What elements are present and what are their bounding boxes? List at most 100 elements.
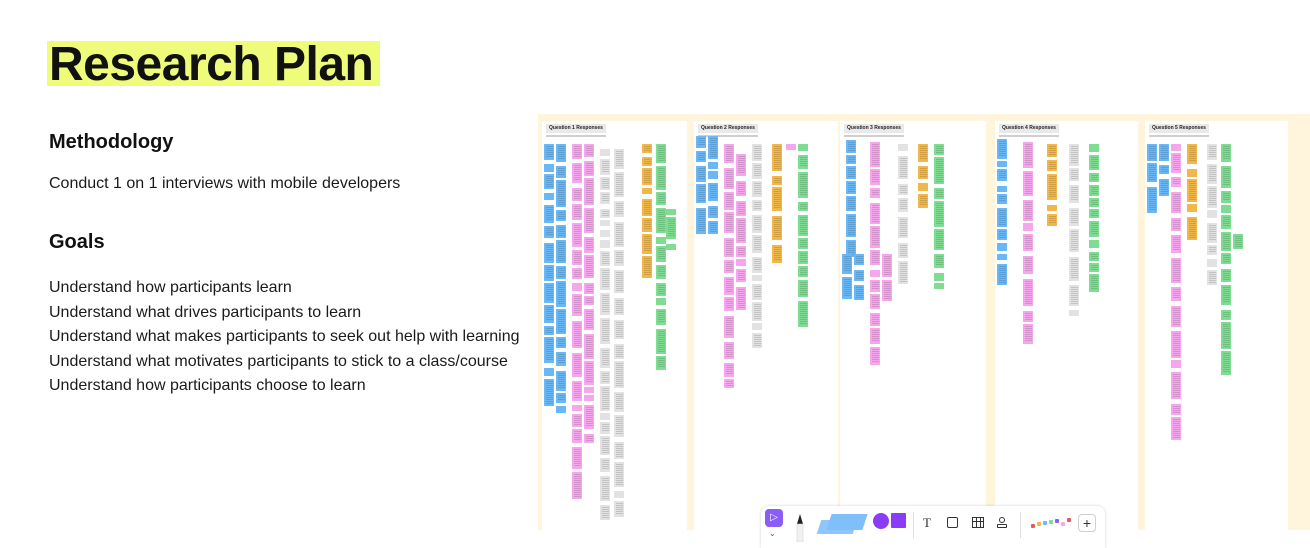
sticky-note[interactable] [752, 144, 762, 161]
sticky-note[interactable] [918, 183, 928, 191]
sticky-note[interactable] [600, 476, 610, 501]
sticky-note[interactable] [600, 318, 610, 344]
sticky-note[interactable] [600, 192, 610, 204]
sticky-note[interactable] [1187, 169, 1197, 177]
sticky-note[interactable] [614, 415, 624, 437]
sticky-note[interactable] [997, 139, 1007, 159]
sticky-note[interactable] [1089, 144, 1099, 152]
sticky-note[interactable] [898, 198, 908, 212]
sticky-note[interactable] [600, 436, 610, 455]
sticky-note[interactable] [1233, 234, 1243, 249]
sticky-note[interactable] [600, 209, 610, 218]
sticky-note[interactable] [656, 283, 666, 296]
sticky-note[interactable] [544, 326, 554, 335]
sticky-note[interactable] [1207, 164, 1217, 184]
sticky-note[interactable] [842, 277, 852, 299]
sticky-note[interactable] [584, 255, 594, 278]
sticky-note[interactable] [798, 215, 808, 236]
sticky-note[interactable] [1171, 258, 1181, 283]
sticky-note[interactable] [1069, 185, 1079, 203]
sticky-note[interactable] [772, 216, 782, 240]
sticky-note[interactable] [918, 194, 928, 208]
sticky-note[interactable] [724, 238, 734, 257]
sticky-note[interactable] [752, 284, 762, 300]
sticky-note[interactable] [1023, 256, 1033, 274]
sticky-note[interactable] [1089, 221, 1099, 237]
sticky-note[interactable] [1089, 274, 1099, 292]
sticky-note[interactable] [556, 309, 566, 334]
sticky-note[interactable] [1023, 171, 1033, 196]
sticky-note[interactable] [997, 161, 1007, 167]
sticky-note[interactable] [1221, 166, 1231, 188]
sticky-note[interactable] [656, 298, 666, 305]
sticky-note[interactable] [870, 347, 880, 365]
sticky-note[interactable] [572, 283, 582, 291]
frame-title[interactable]: Question 2 Responses [698, 124, 758, 133]
sticky-note[interactable] [572, 414, 582, 427]
sticky-note[interactable] [708, 221, 718, 234]
sticky-note[interactable] [572, 447, 582, 469]
sticky-note[interactable] [544, 337, 554, 363]
sticky-note[interactable] [1187, 217, 1197, 240]
sticky-note[interactable] [584, 208, 594, 233]
sticky-note[interactable] [584, 434, 594, 443]
plus-icon[interactable]: + [1078, 514, 1096, 532]
sticky-note[interactable] [1069, 144, 1079, 166]
sticky-note[interactable] [846, 140, 856, 153]
sticky-note[interactable] [772, 176, 782, 185]
sticky-note[interactable] [1089, 240, 1099, 248]
sticky-note[interactable] [798, 301, 808, 327]
sticky-note[interactable] [556, 166, 566, 178]
sticky-note[interactable] [1023, 200, 1033, 221]
frame-title[interactable]: Question 1 Responses [546, 124, 606, 133]
sticky-note[interactable] [752, 257, 762, 273]
sticky-note[interactable] [724, 144, 734, 163]
sticky-note[interactable] [614, 344, 624, 359]
sticky-note[interactable] [1171, 331, 1181, 358]
sticky-note[interactable] [614, 172, 624, 197]
sticky-note[interactable] [708, 171, 718, 179]
sticky-note[interactable] [600, 177, 610, 190]
sticky-note[interactable] [1023, 142, 1033, 168]
sticky-note[interactable] [544, 164, 554, 172]
sticky-note[interactable] [1171, 417, 1181, 440]
sticky-note[interactable] [752, 215, 762, 233]
sticky-note[interactable] [846, 155, 856, 164]
sticky-note[interactable] [642, 256, 652, 278]
sticky-note[interactable] [642, 188, 652, 194]
sticky-note[interactable] [736, 269, 746, 282]
chevron-down-icon[interactable]: ⌄ [769, 529, 776, 538]
sticky-note[interactable] [1221, 253, 1231, 264]
sticky-note[interactable] [544, 205, 554, 223]
sticky-note[interactable] [1069, 229, 1079, 252]
sticky-note[interactable] [556, 352, 566, 366]
sticky-note[interactable] [1089, 209, 1099, 218]
sticky-note[interactable] [854, 254, 864, 265]
sticky-note[interactable] [724, 379, 734, 388]
sticky-note[interactable] [1207, 270, 1217, 285]
sticky-note[interactable] [724, 277, 734, 295]
sticky-note[interactable] [736, 259, 746, 266]
sticky-note[interactable] [870, 280, 880, 292]
sticky-note[interactable] [1221, 144, 1231, 162]
sticky-note[interactable] [572, 294, 582, 316]
sticky-note[interactable] [870, 169, 880, 185]
sticky-note[interactable] [1023, 311, 1033, 322]
sticky-note[interactable] [600, 230, 610, 237]
sticky-note[interactable] [934, 188, 944, 199]
sticky-note[interactable] [752, 200, 762, 211]
sticky-note[interactable] [934, 273, 944, 281]
sticky-note[interactable] [870, 313, 880, 326]
sticky-note[interactable] [556, 406, 566, 413]
sticky-note[interactable] [934, 144, 944, 155]
sticky-note[interactable] [1187, 204, 1197, 212]
sticky-note[interactable] [572, 163, 582, 183]
sticky-note[interactable] [997, 264, 1007, 285]
sticky-note[interactable] [934, 201, 944, 227]
sticky-note[interactable] [1207, 210, 1217, 218]
sticky-note[interactable] [934, 157, 944, 184]
sticky-note[interactable] [600, 159, 610, 175]
table-icon[interactable] [970, 515, 986, 531]
sticky-note[interactable] [870, 203, 880, 224]
sticky-note[interactable] [572, 144, 582, 159]
